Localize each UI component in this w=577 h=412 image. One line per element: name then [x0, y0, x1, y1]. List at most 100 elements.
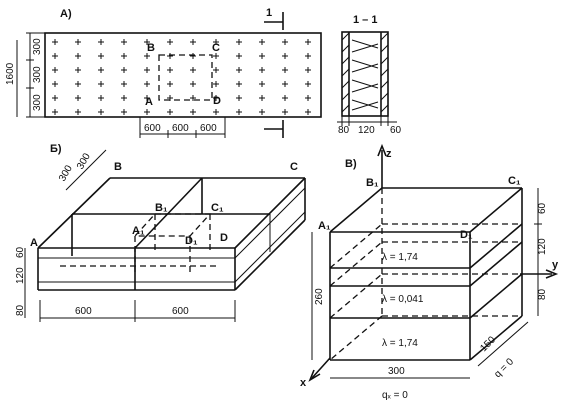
layer-line-hidden: [329, 223, 383, 269]
plus-mark: [121, 109, 127, 115]
iso-dim-600-b: 600: [172, 306, 189, 317]
section-1-1: 1 – 1 80 120 60: [337, 14, 402, 136]
plus-mark: [282, 39, 288, 45]
plus-mark: [144, 109, 150, 115]
panel-a-label: А): [60, 8, 72, 20]
plus-mark: [167, 109, 173, 115]
section-outline: [341, 31, 389, 117]
cell-point-d1: D₁: [460, 229, 473, 241]
plus-mark: [213, 53, 219, 59]
plus-mark: [144, 67, 150, 73]
plus-mark: [259, 67, 265, 73]
cell-dim-260: 260: [314, 288, 325, 305]
plus-mark: [75, 39, 81, 45]
cell-dim-depth: [477, 321, 529, 367]
plus-mark: [144, 53, 150, 59]
plus-mark: [213, 39, 219, 45]
plus-mark: [75, 53, 81, 59]
plus-mark: [75, 95, 81, 101]
cell-dim-80: 80: [537, 288, 548, 300]
plus-mark: [190, 95, 196, 101]
plus-mark: [167, 67, 173, 73]
layer-line-hidden: [329, 273, 383, 319]
iso-point-b: B: [114, 161, 122, 173]
plus-mark: [167, 39, 173, 45]
plus-mark: [236, 39, 242, 45]
boundary-qy: q = 0: [492, 356, 516, 380]
iso-right-edge: [234, 177, 306, 249]
plus-mark: [282, 109, 288, 115]
section-mark-top-label: 1: [266, 7, 272, 19]
iso-bottom-right: [234, 219, 306, 291]
section-hatch: [341, 32, 389, 113]
plan-point-a: A: [145, 96, 153, 108]
panel-a-plan: А) B C A D 1 1600 300 300 300 600 600 60…: [5, 7, 322, 138]
plus-mark: [75, 67, 81, 73]
plus-mark: [305, 81, 311, 87]
plus-mark: [167, 81, 173, 87]
cell-dim-300: 300: [388, 366, 405, 377]
plan-dim-300-b: 300: [32, 66, 43, 83]
iso-point-c: C: [290, 161, 298, 173]
plan-point-c: C: [212, 42, 220, 54]
iso-dim-300-a: 300: [57, 163, 75, 183]
layer-lambda-core: λ = 0,041: [382, 294, 424, 305]
iso-point-b1: B₁: [155, 202, 168, 214]
iso-point-a1: A₁: [132, 225, 145, 237]
plus-mark: [213, 81, 219, 87]
plus-mark: [52, 95, 58, 101]
plus-mark: [98, 53, 104, 59]
plus-mark: [144, 81, 150, 87]
cell-top-left: [329, 187, 383, 233]
plus-mark: [167, 53, 173, 59]
plus-mark: [213, 67, 219, 73]
plus-mark: [190, 53, 196, 59]
plus-mark: [190, 81, 196, 87]
iso-cell-dashed: [133, 213, 212, 237]
plus-mark: [98, 109, 104, 115]
iso-dim-300-b: 300: [75, 151, 93, 171]
plus-mark: [98, 39, 104, 45]
plus-mark: [98, 81, 104, 87]
iso-dim-600-a: 600: [75, 306, 92, 317]
plus-mark: [259, 39, 265, 45]
plus-mark: [144, 95, 150, 101]
plus-mark: [52, 67, 58, 73]
cell-dim-60: 60: [537, 202, 548, 214]
layer-lambda-bottom: λ = 1,74: [382, 338, 418, 349]
plus-mark: [98, 95, 104, 101]
plus-mark: [259, 53, 265, 59]
plus-mark: [190, 39, 196, 45]
x-axis: [311, 357, 331, 379]
plus-mark: [75, 109, 81, 115]
iso-point-d: D: [220, 232, 228, 244]
plan-dim-300-a: 300: [32, 38, 43, 55]
layer-lambda-top: λ = 1,74: [382, 252, 418, 263]
cell-point-b1: B₁: [366, 177, 379, 189]
plus-mark: [305, 109, 311, 115]
plan-dim-600-a: 600: [144, 123, 161, 134]
plan-point-b: B: [147, 42, 155, 54]
plan-dim-600-b: 600: [172, 123, 189, 134]
plus-mark: [121, 81, 127, 87]
plan-point-d: D: [213, 95, 221, 107]
plan-dim-600-c: 600: [200, 123, 217, 134]
plus-mark: [282, 81, 288, 87]
plus-mark: [305, 39, 311, 45]
plus-mark: [236, 95, 242, 101]
section-dim-120: 120: [358, 125, 375, 136]
z-axis-label: z: [386, 148, 392, 160]
layer-line: [469, 241, 523, 287]
plus-mark: [236, 81, 242, 87]
plus-mark: [52, 53, 58, 59]
plus-mark: [236, 109, 242, 115]
z-axis-arrow: [377, 143, 387, 157]
panel-v-label: В): [345, 158, 357, 170]
plus-mark: [282, 53, 288, 59]
x-axis-label: x: [300, 377, 307, 389]
iso-dim-60: 60: [15, 246, 26, 258]
plus-mark: [305, 95, 311, 101]
plus-mark: [282, 67, 288, 73]
iso-point-a: A: [30, 237, 38, 249]
